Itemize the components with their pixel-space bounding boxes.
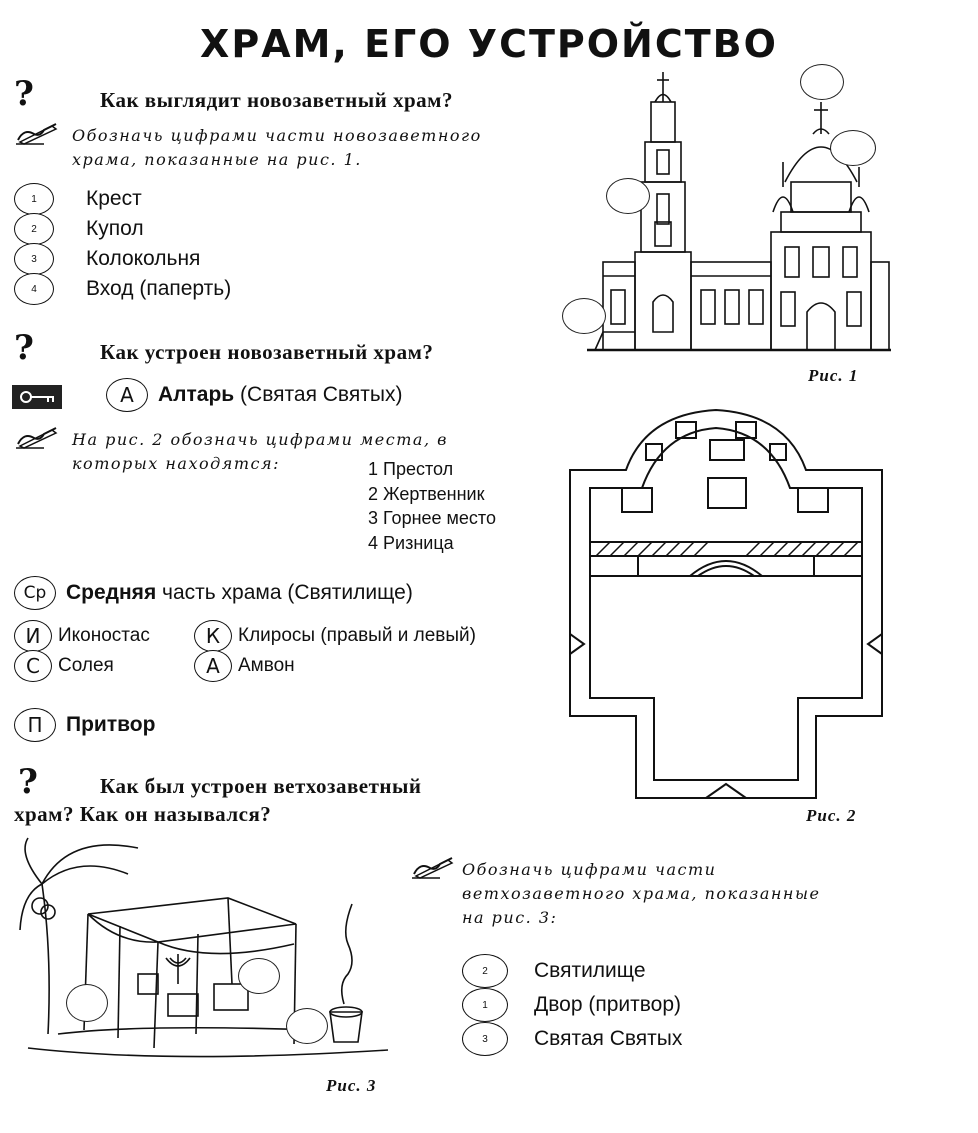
altar-row: А Алтарь (Святая Святых) [106,378,402,412]
number-circle[interactable]: 1 [462,988,508,1022]
label-blank-dome[interactable] [830,130,876,166]
question-mark-icon: ? [18,762,38,802]
middle-row: Ср Средняя часть храма (Святилище) [14,576,413,610]
tabernacle-illustration [19,837,389,1058]
list-item: 4 Вход (паперть) [14,273,231,305]
section2-question: Как устроен новозаветный храм? [100,340,434,364]
list-item: 1 Двор (притвор) [462,988,682,1022]
number-circle[interactable]: 3 [14,243,54,275]
part-iconostasis: И Иконостас [14,620,150,652]
label-blank-sanctuary[interactable] [238,958,280,994]
letter-circle: С [14,650,52,682]
altar-places-list: 1 Престол 2 Жертвенник 3 Горнее место 4 … [368,457,496,555]
number-circle[interactable]: 2 [462,954,508,988]
part-ambon: А Амвон [194,650,295,682]
figure-caption: Рис. 2 [806,806,857,825]
number-circle[interactable]: 4 [14,273,54,305]
narthex-row: П Притвор [14,708,155,742]
letter-circle: А [194,650,232,682]
figure-caption: Рис. 1 [808,366,859,385]
church-illustration [587,72,891,352]
key-icon [12,385,62,409]
number-circle[interactable]: 2 [14,213,54,245]
list-item: 1 Престол [368,459,454,479]
letter-circle: И [14,620,52,652]
part-soleya: С Солея [14,650,114,682]
number-circle[interactable]: 1 [14,183,54,215]
section3-items: 2 Святилище 1 Двор (притвор) 3 Святая Св… [462,954,682,1056]
list-item: 2 Жертвенник [368,483,485,504]
pencil-hand-icon [16,427,58,449]
label-blank-entrance[interactable] [562,298,606,334]
section2-task: На рис. 2 обозначь цифрами места, в кото… [72,430,448,473]
letter-circle: А [106,378,148,412]
label-blank-court[interactable] [66,984,108,1022]
list-item: 2 Купол [14,213,231,245]
section3-question: Как был устроен ветхозаветный храм? Как … [14,774,422,826]
figure-caption: Рис. 3 [326,1076,377,1095]
label-blank-holy-of-holies[interactable] [286,1008,328,1044]
section1-items: 1 Крест 2 Купол 3 Колокольня 4 Вход (пап… [14,183,231,305]
label-blank-cross[interactable] [800,64,844,100]
floor-plan [569,408,883,799]
label-blank-belltower[interactable] [606,178,650,214]
number-circle[interactable]: 3 [462,1022,508,1056]
list-item: 3 Святая Святых [462,1022,682,1056]
letter-circle: Ср [14,576,56,610]
pencil-hand-icon [412,857,454,879]
list-item: 1 Крест [14,183,231,215]
list-item: 3 Горнее место [368,508,496,528]
list-item: 3 Колокольня [14,243,231,275]
section1-question: Как выглядит новозаветный храм? [100,88,453,112]
part-kliros: К Клиросы (правый и левый) [194,620,476,652]
letter-circle: К [194,620,232,652]
list-item: 2 Святилище [462,954,682,988]
question-mark-icon: ? [14,328,34,368]
question-mark-icon: ? [14,74,34,114]
section1-task: Обозначь цифрами части новозаветного хра… [72,126,482,169]
letter-circle: П [14,708,56,742]
list-item: 4 Ризница [368,532,454,553]
page-title: ХРАМ, ЕГО УСТРОЙСТВО [200,22,778,66]
section3-task: Обозначь цифрами части ветхозаветного хр… [462,860,821,927]
pencil-hand-icon [16,123,58,145]
